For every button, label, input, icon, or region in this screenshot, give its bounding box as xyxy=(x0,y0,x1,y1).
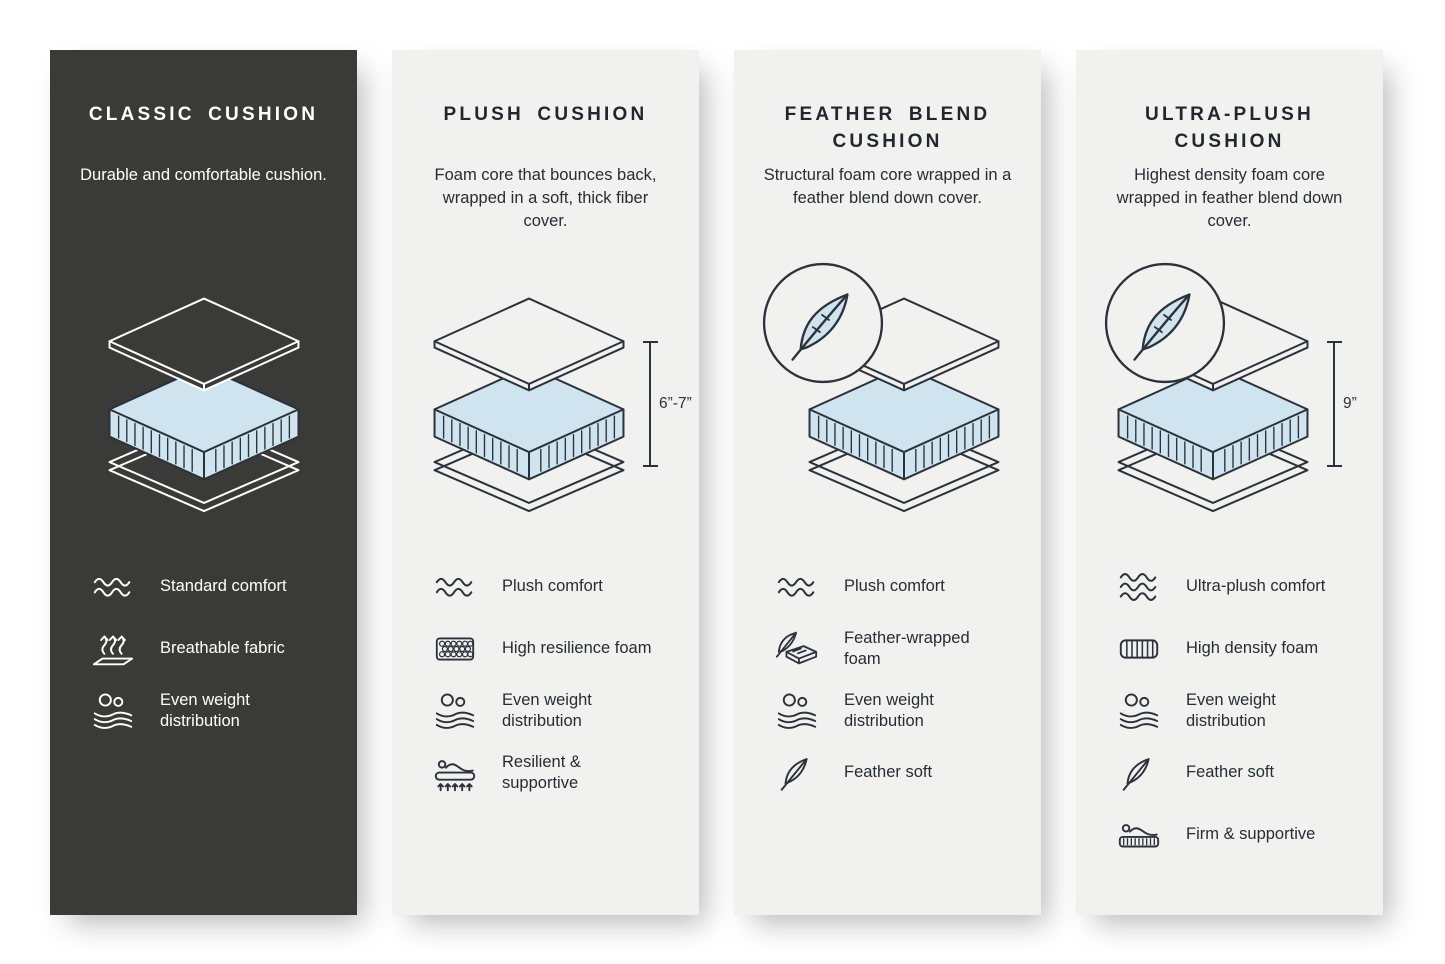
feature-item: Plush comfort xyxy=(432,564,673,610)
feature-item: Breathable fabric xyxy=(90,626,331,672)
feature-item: Ultra-plush comfort xyxy=(1116,564,1357,610)
dimension-line xyxy=(642,341,658,467)
breathable-fabric-icon xyxy=(90,626,136,672)
feature-item: High resilience foam xyxy=(432,626,673,672)
feather-badge-icon xyxy=(760,260,886,386)
feature-item: Standard comfort xyxy=(90,564,331,610)
panel-feather-blend-cushion: FEATHER BLEND CUSHION Structural foam co… xyxy=(734,50,1041,915)
ultra-plush-waves-icon xyxy=(1116,564,1162,610)
cushion-illustration: 9” xyxy=(1102,258,1357,550)
feature-label: Resilient & supportive xyxy=(502,752,581,792)
resilient-supportive-icon xyxy=(432,750,478,796)
feature-item: Even weight distribution xyxy=(774,688,1015,734)
feature-label: High resilience foam xyxy=(502,639,652,658)
panel-title: ULTRA-PLUSH CUSHION xyxy=(1145,104,1314,152)
dimension-label: 9” xyxy=(1343,395,1357,412)
feature-item: Feather soft xyxy=(1116,750,1357,796)
feature-label: Feather soft xyxy=(1186,763,1275,782)
feature-item: Even weight distribution xyxy=(1116,688,1357,734)
feature-label: Plush comfort xyxy=(844,577,945,596)
cushion-illustration xyxy=(760,258,1015,550)
cushion-layers-graphic xyxy=(95,294,313,514)
feature-list: Plush comfort Feather-wrapped foam Even … xyxy=(760,550,1015,796)
feature-label: High density foam xyxy=(1186,639,1319,658)
feature-label: Feather-wrapped foam xyxy=(844,628,970,668)
panel-plush-cushion: PLUSH CUSHION Foam core that bounces bac… xyxy=(392,50,699,915)
comfort-waves-icon xyxy=(774,564,820,610)
feature-label: Even weight distribution xyxy=(844,690,934,730)
feature-label: Standard comfort xyxy=(160,577,287,596)
panel-description: Highest density foam core wrapped in fea… xyxy=(1116,166,1343,230)
feature-item: Feather-wrapped foam xyxy=(774,626,1015,672)
feature-item: High density foam xyxy=(1116,626,1357,672)
panel-description: Structural foam core wrapped in a feathe… xyxy=(763,166,1012,207)
feature-item: Resilient & supportive xyxy=(432,750,673,796)
feature-label: Feather soft xyxy=(844,763,933,782)
high-density-foam-icon xyxy=(1116,626,1162,672)
panel-description: Foam core that bounces back, wrapped in … xyxy=(434,166,657,230)
even-weight-icon xyxy=(90,688,136,734)
panel-description: Durable and comfortable cushion. xyxy=(80,166,327,184)
feature-label: Even weight distribution xyxy=(160,690,250,730)
feature-label: Breathable fabric xyxy=(160,639,285,658)
even-weight-icon xyxy=(432,688,478,734)
cushion-layers-graphic xyxy=(420,294,638,514)
feature-item: Plush comfort xyxy=(774,564,1015,610)
feature-label: Even weight distribution xyxy=(1186,690,1276,730)
feature-label: Plush comfort xyxy=(502,577,603,596)
feather-badge-icon xyxy=(1102,260,1228,386)
feature-list: Ultra-plush comfort High density foam Ev… xyxy=(1102,550,1357,858)
panel-title: FEATHER BLEND CUSHION xyxy=(784,104,991,152)
feature-item: Even weight distribution xyxy=(90,688,331,734)
panel-ultra-plush-cushion: ULTRA-PLUSH CUSHION Highest density foam… xyxy=(1076,50,1383,915)
feature-list: Plush comfort High resilience foam Even … xyxy=(418,550,673,796)
dimension-label: 6”-7” xyxy=(659,395,692,412)
feather-wrapped-foam-icon xyxy=(774,626,820,672)
feather-soft-icon xyxy=(1116,750,1162,796)
feature-item: Feather soft xyxy=(774,750,1015,796)
height-dimension: 6”-7” xyxy=(642,341,692,467)
panel-title: PLUSH CUSHION xyxy=(443,104,648,125)
feature-label: Even weight distribution xyxy=(502,690,592,730)
feature-item: Firm & supportive xyxy=(1116,812,1357,858)
feature-label: Firm & supportive xyxy=(1186,825,1316,844)
comfort-waves-icon xyxy=(90,564,136,610)
feature-list: Standard comfort Breathable fabric Even … xyxy=(76,550,331,734)
panel-title: CLASSIC CUSHION xyxy=(88,104,319,125)
feature-item: Even weight distribution xyxy=(432,688,673,734)
dimension-line xyxy=(1326,341,1342,467)
panel-classic-cushion: CLASSIC CUSHION Durable and comfortable … xyxy=(50,50,357,915)
firm-supportive-icon xyxy=(1116,812,1162,858)
cushion-illustration: 6”-7” xyxy=(418,258,692,550)
comfort-waves-icon xyxy=(432,564,478,610)
cushion-illustration xyxy=(76,258,331,550)
even-weight-icon xyxy=(1116,688,1162,734)
feather-soft-icon xyxy=(774,750,820,796)
high-resilience-foam-icon xyxy=(432,626,478,672)
even-weight-icon xyxy=(774,688,820,734)
height-dimension: 9” xyxy=(1326,341,1357,467)
feature-label: Ultra-plush comfort xyxy=(1186,577,1326,596)
